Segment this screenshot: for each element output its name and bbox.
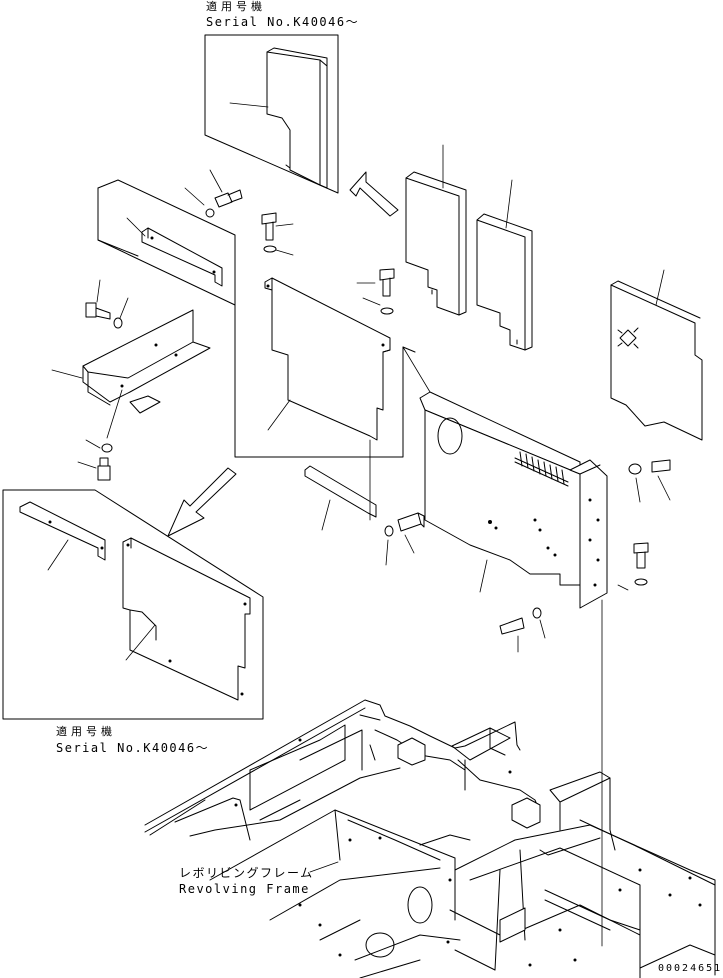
bolt-center-lower — [384, 512, 425, 566]
revolving-frame-label: Revolving Frame — [179, 882, 310, 896]
insulation-pad-3 — [610, 269, 703, 441]
bolt-right-lower — [617, 542, 649, 591]
serial-detail-box-top — [204, 34, 339, 194]
vent-slots — [519, 451, 565, 485]
bolt-right-upper — [628, 459, 671, 503]
insulation-pad-1 — [405, 144, 467, 316]
serial-applicable-label-top-ja: 適用号機 — [206, 0, 266, 13]
drawing-code: 00024651 — [658, 963, 723, 974]
direction-arrow-up-left — [349, 171, 399, 217]
direction-arrow-down-left — [167, 467, 237, 537]
serial-number-label-top: Serial No.K40046～ — [206, 15, 360, 29]
side-panel-assembly — [402, 346, 608, 609]
cover-panel-detail-top — [229, 47, 328, 189]
angle-bracket-left — [51, 309, 211, 414]
main-cover-panel — [264, 277, 391, 441]
bolt-center-right — [356, 268, 395, 315]
serial-detail-box-bottom — [2, 489, 264, 720]
bolt-top-left — [184, 169, 243, 218]
serial-number-label-bottom: Serial No.K40046～ — [56, 741, 210, 755]
bolt-bottom-center — [499, 607, 546, 653]
revolving-frame — [144, 699, 716, 978]
upper-bracket — [126, 217, 223, 287]
serial-applicable-label-bottom-ja: 適用号機 — [56, 725, 116, 738]
insulation-pad-2 — [476, 179, 533, 351]
bolt-left-upper — [85, 279, 129, 329]
bolt-center-top — [261, 212, 294, 256]
bolt-left-lower — [77, 389, 123, 481]
lower-small-bracket — [304, 439, 377, 531]
revolving-frame-label-ja: レボリビングフレーム — [179, 866, 314, 880]
